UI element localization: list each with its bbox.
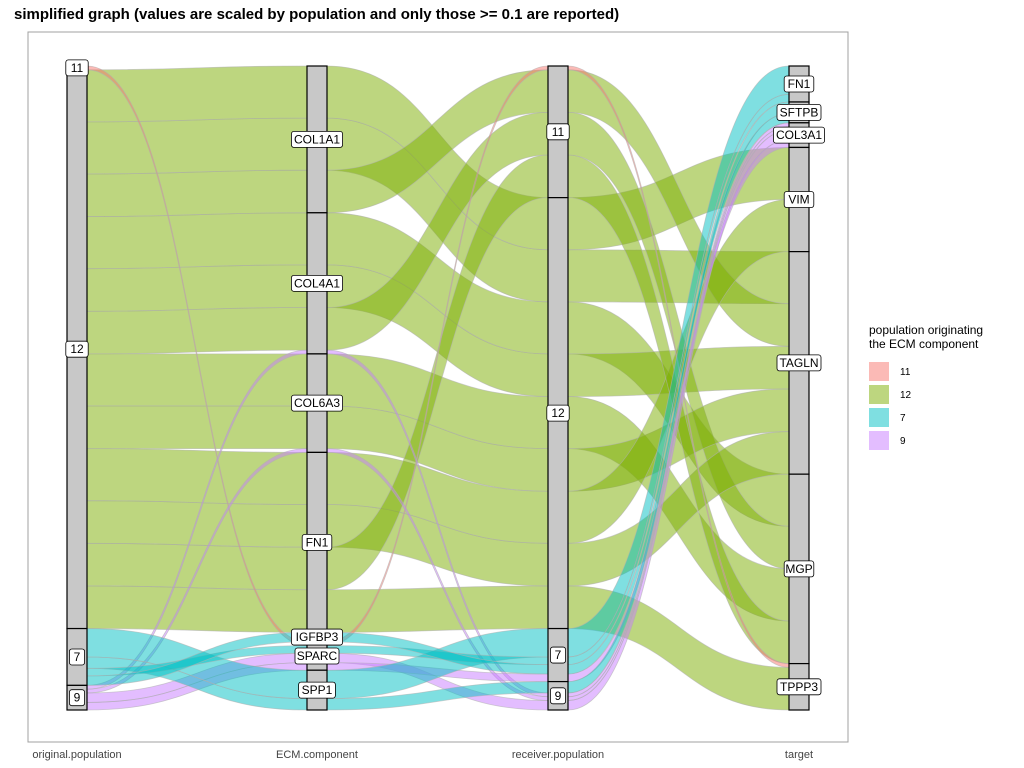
stratum-label-text: TPPP3: [780, 680, 818, 694]
stratum-label-text: IGFBP3: [296, 630, 339, 644]
stratum-label-text: COL6A3: [294, 396, 340, 410]
stratum-label-text: 9: [74, 691, 81, 705]
flow-5-seg-0: [86, 307, 308, 355]
stratum-label-3-SFTPB: SFTPB: [776, 104, 822, 121]
stratum-label-text: SPARC: [297, 649, 338, 663]
stratum-label-box: [776, 354, 822, 372]
stratum-label-box: [773, 126, 826, 144]
stratum-label-1-SPP1: SPP1: [298, 681, 336, 699]
stratum-label-box: [290, 274, 343, 292]
stratum-label-0-7: 7: [69, 648, 86, 666]
stratum-label-2-11: 11: [546, 123, 570, 141]
stratum-label-text: COL1A1: [294, 132, 340, 146]
x-tick-label-0: original.population: [32, 749, 121, 761]
stratum-label-box: [301, 533, 333, 551]
stratum-label-1-COL1A1: COL1A1: [290, 130, 343, 148]
flow-4-seg-0: [86, 264, 308, 312]
stratum-label-text: COL4A1: [294, 276, 340, 290]
stratum-label-box: [546, 404, 570, 422]
flow-7-seg-0: [86, 405, 308, 450]
stratum-label-box: [546, 123, 570, 141]
stratum-label-3-COL3A1: COL3A1: [773, 126, 826, 144]
stratum-label-0-11: 11: [65, 59, 89, 77]
stratum-label-2-9: 9: [550, 687, 567, 705]
stratum-label-3-TAGLN: TAGLN: [776, 354, 822, 372]
stratum-label-box: [298, 681, 336, 699]
stratum-label-3-VIM: VIM: [783, 191, 815, 208]
stratum-label-0-9: 9: [69, 689, 86, 707]
stratum-label-box: [290, 130, 343, 148]
legend-label-11: 11: [900, 367, 911, 378]
stratum-label-box: [290, 628, 343, 646]
legend-title-line-0: population originating: [869, 323, 983, 337]
stratum-label-text: TAGLN: [779, 356, 818, 370]
flow-2-seg-0: [86, 169, 308, 217]
stratum-label-text: 7: [74, 650, 81, 664]
legend-swatch-7: [869, 408, 889, 427]
x-tick-label-2: receiver.population: [512, 749, 604, 761]
stratum-label-box: [65, 59, 89, 77]
stratum-label-1-COL6A3: COL6A3: [290, 394, 343, 412]
stratum-label-box: [550, 687, 567, 705]
stratum-label-3-TPPP3: TPPP3: [776, 678, 822, 696]
stratum-label-text: VIM: [788, 193, 809, 207]
legend-label-9: 9: [900, 436, 906, 447]
stratum-label-box: [550, 646, 567, 664]
chart-title: simplified graph (values are scaled by p…: [14, 6, 620, 23]
stratum-label-2-7: 7: [550, 646, 567, 664]
x-tick-label-1: ECM.component: [276, 749, 358, 761]
stratum-label-text: 11: [552, 125, 565, 139]
stratum-label-box: [65, 340, 89, 358]
flow-10-seg-0: [86, 542, 308, 591]
stratum-label-1-SPARC: SPARC: [294, 647, 340, 665]
legend-swatch-11: [869, 362, 889, 381]
flows-layer: [86, 65, 790, 711]
stratum-label-box: [294, 647, 340, 665]
axis-labels-layer: original.population ECM.component receiver…: [32, 749, 813, 761]
stratum-label-2-12: 12: [546, 404, 570, 422]
flow-9-seg-0: [86, 500, 308, 548]
stratum-label-box: [783, 560, 815, 578]
stratum-label-box: [69, 648, 86, 666]
stratum-label-text: FN1: [788, 77, 811, 91]
legend-label-12: 12: [900, 390, 912, 401]
stratum-label-text: MGP: [785, 562, 812, 576]
stratum-label-text: 12: [551, 406, 565, 420]
stratum-label-3-FN1: FN1: [783, 75, 815, 93]
stratum-label-text: 9: [555, 689, 562, 703]
stratum-label-1-FN1: FN1: [301, 533, 333, 551]
stratum-label-text: SFTPB: [780, 105, 819, 119]
stratum-labels-layer: 111279COL1A1COL4A1COL6A3FN1IGFBP3SPARCSP…: [65, 59, 826, 707]
stratum-label-0-12: 12: [65, 340, 89, 358]
flow-0-seg-0: [86, 65, 308, 123]
stratum-label-box: [290, 394, 343, 412]
x-tick-label-3: target: [785, 749, 813, 761]
stratum-label-text: SPP1: [302, 683, 333, 697]
legend-swatch-12: [869, 385, 889, 404]
stratum-label-box: [783, 191, 815, 208]
legend-swatch-9: [869, 431, 889, 450]
stratum-label-box: [69, 689, 86, 707]
stratum-label-box: [776, 678, 822, 696]
stratum-label-box: [776, 104, 822, 121]
stratum-label-text: 12: [70, 342, 84, 356]
stratum-label-text: 11: [71, 61, 84, 75]
stratum-label-3-MGP: MGP: [783, 560, 815, 578]
stratum-label-box: [783, 75, 815, 93]
flow-3-seg-0: [86, 212, 308, 270]
stratum-label-text: 7: [555, 648, 562, 662]
legend-label-7: 7: [900, 413, 906, 424]
legend-title-line-1: the ECM component: [869, 337, 979, 351]
flow-1-seg-0: [86, 117, 308, 175]
stratum-label-text: COL3A1: [776, 128, 822, 142]
stratum-label-1-COL4A1: COL4A1: [290, 274, 343, 292]
stratum-label-1-IGFBP3: IGFBP3: [290, 628, 343, 646]
stratum-label-text: FN1: [306, 535, 329, 549]
